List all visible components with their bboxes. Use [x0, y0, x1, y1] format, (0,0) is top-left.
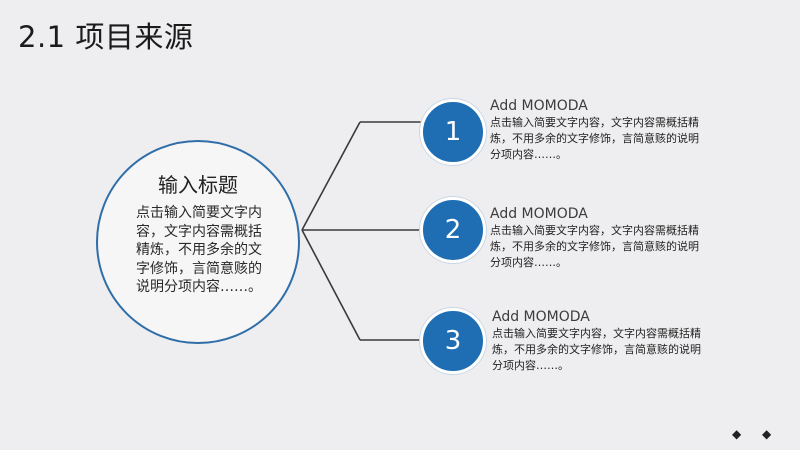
item-1: Add MOMODA 点击输入简要文字内容，文字内容需概括精炼，不用多余的文字修…	[490, 97, 702, 163]
main-topic-circle: 输入标题 点击输入简要文字内容，文字内容需概括精炼，不用多余的文字修饰，言简意赅…	[96, 140, 300, 344]
main-topic-title: 输入标题	[158, 173, 238, 197]
item-number-badge-2: 2	[420, 197, 486, 263]
item-2-heading: Add MOMODA	[490, 206, 588, 222]
item-1-heading: Add MOMODA	[490, 98, 588, 114]
connector-line-1	[301, 121, 361, 231]
item-3: Add MOMODA 点击输入简要文字内容，文字内容需概括精炼，不用多余的文字修…	[492, 308, 704, 374]
next-slide-button[interactable]: ◆	[762, 428, 771, 440]
item-number-badge-1: 1	[420, 99, 486, 165]
arrow-right-icon: ◆	[762, 427, 772, 441]
item-number-badge-3: 3	[420, 308, 486, 374]
main-topic-body: 点击输入简要文字内容，文字内容需概括精炼，不用多余的文字修饰，言简意赅的说明分项…	[136, 205, 262, 295]
page-title: 2.1 项目来源	[18, 20, 194, 54]
item-2: Add MOMODA 点击输入简要文字内容，文字内容需概括精炼，不用多余的文字修…	[490, 205, 702, 271]
item-3-body: 点击输入简要文字内容，文字内容需概括精炼，不用多余的文字修饰，言简意赅的说明分项…	[492, 327, 701, 372]
item-2-body: 点击输入简要文字内容，文字内容需概括精炼，不用多余的文字修饰，言简意赅的说明分项…	[490, 224, 699, 269]
item-3-heading: Add MOMODA	[492, 309, 590, 325]
item-1-body: 点击输入简要文字内容，文字内容需概括精炼，不用多余的文字修饰，言简意赅的说明分项…	[490, 116, 699, 161]
arrow-left-icon: ◆	[732, 427, 742, 441]
connector-line-3	[301, 229, 361, 341]
previous-slide-button[interactable]: ◆	[732, 428, 741, 440]
